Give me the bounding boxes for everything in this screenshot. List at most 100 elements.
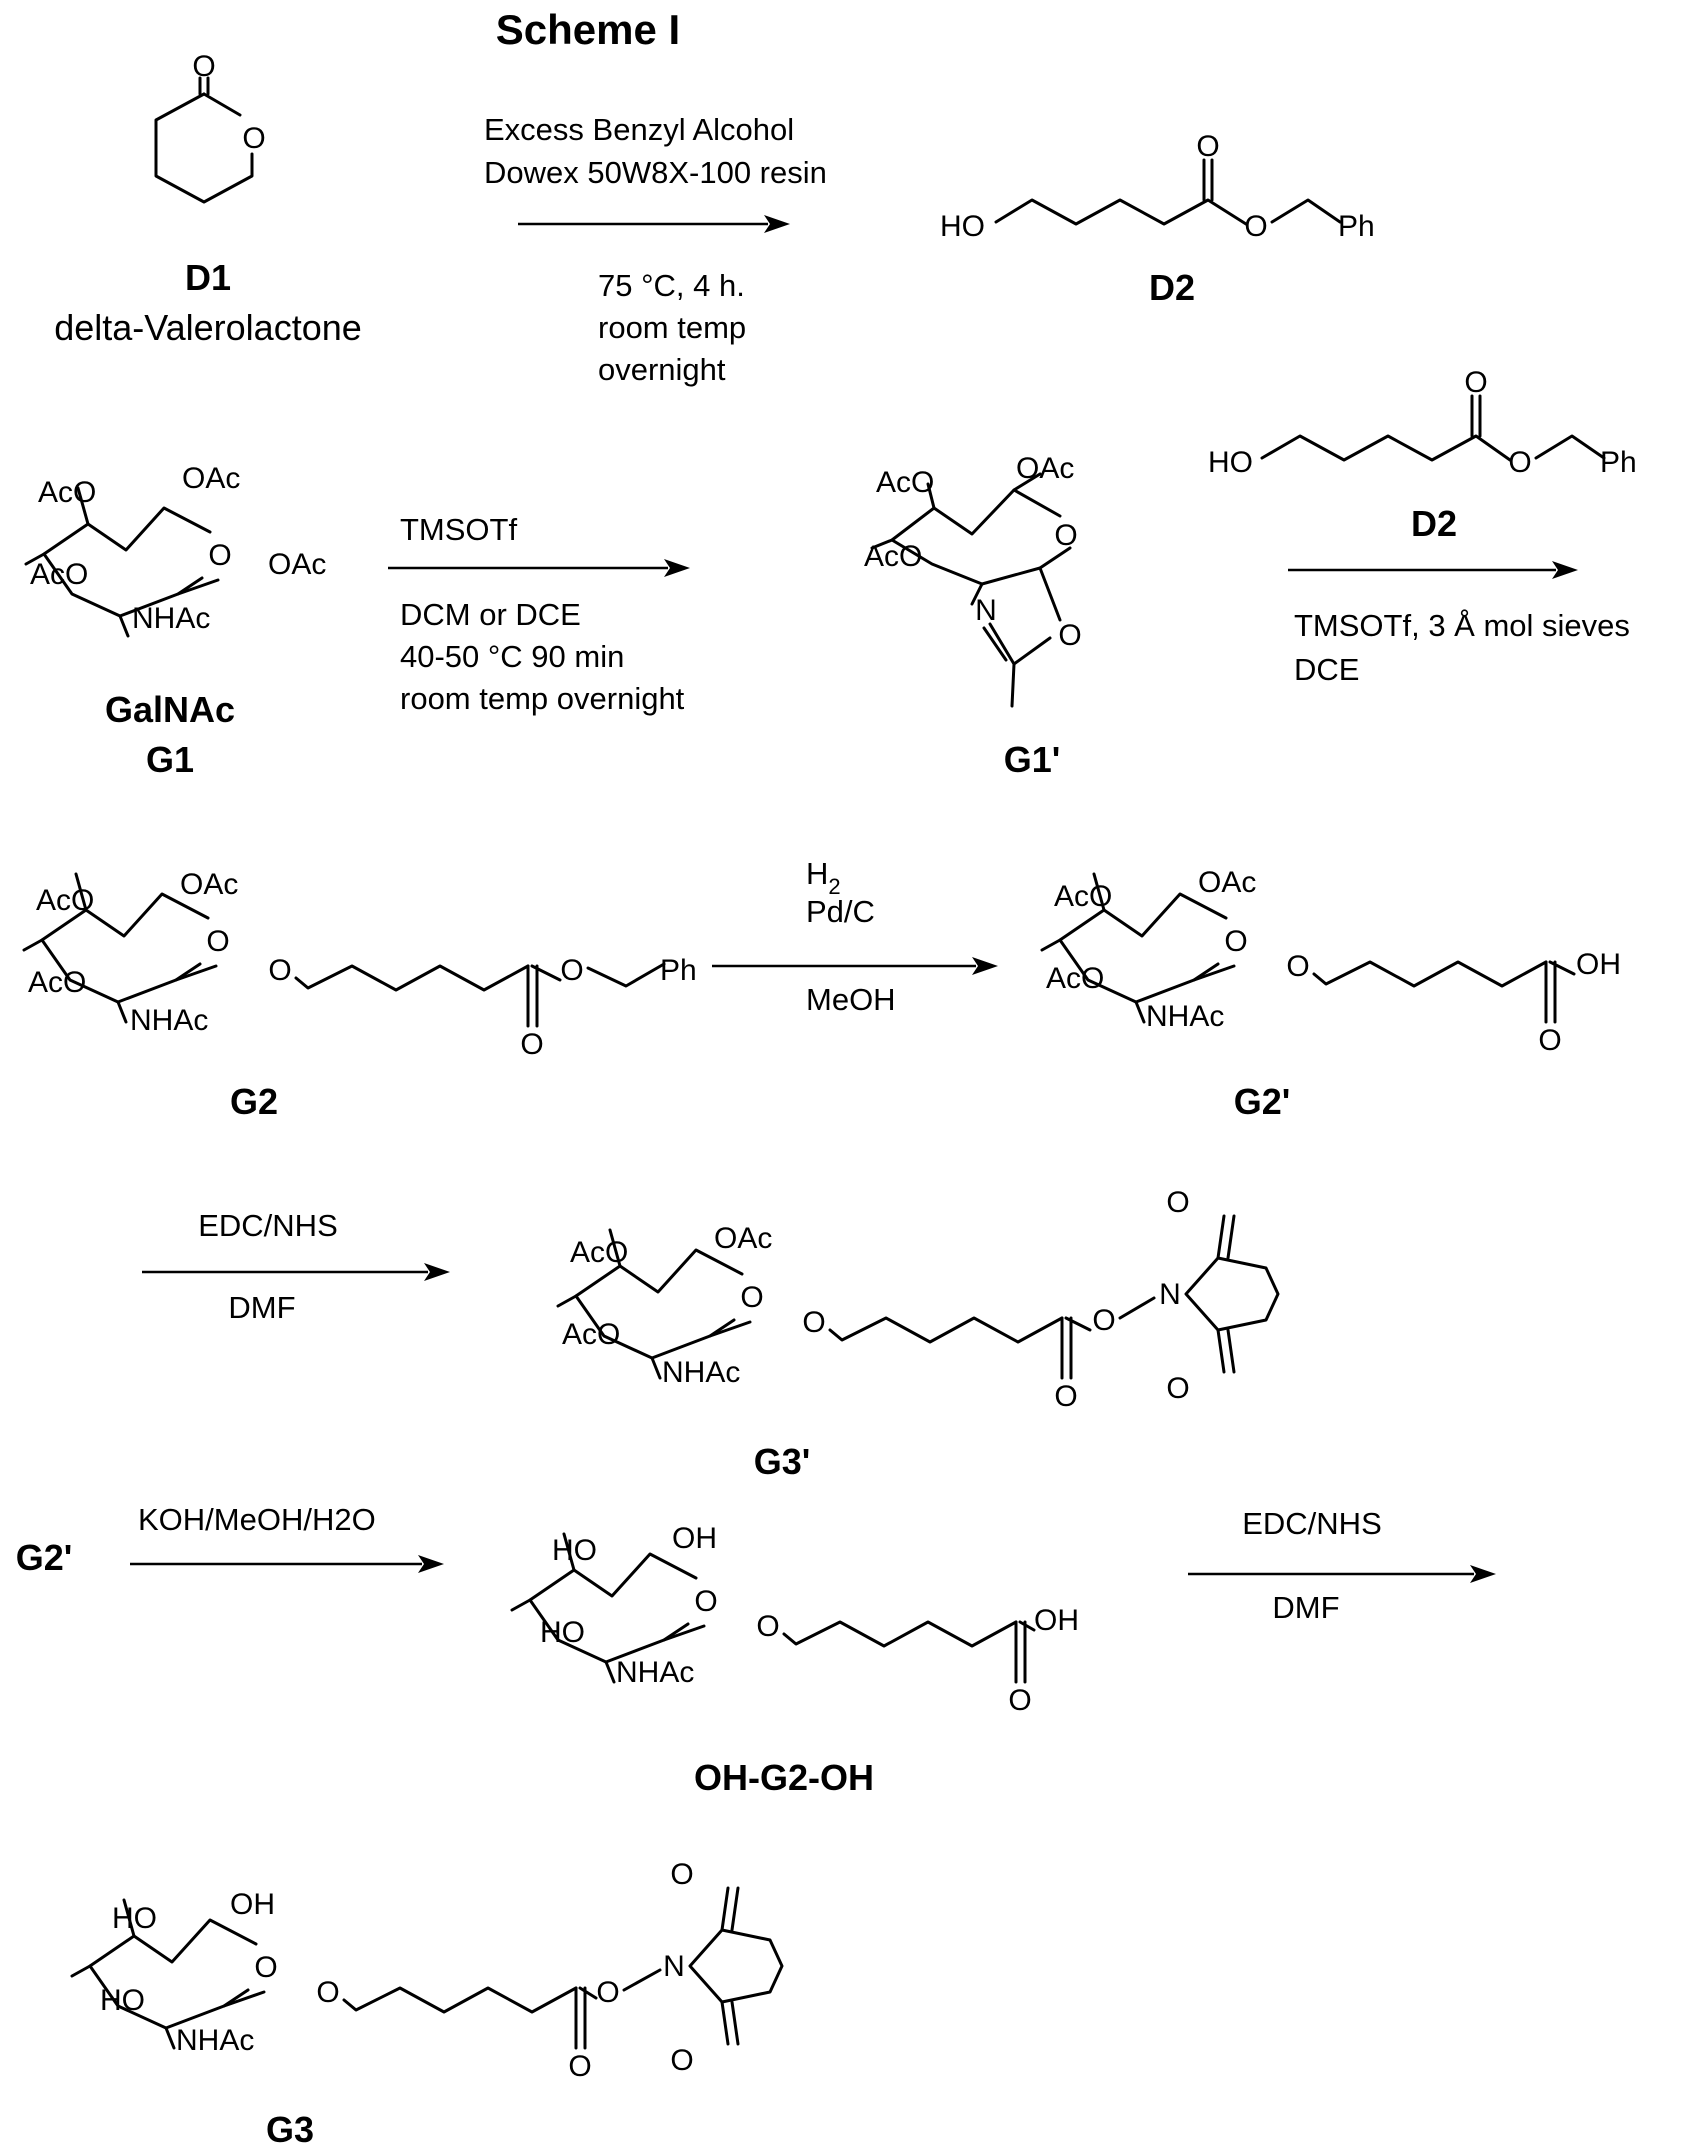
step5-solvent: DMF: [228, 1290, 295, 1325]
g3-ester-bond: [580, 1988, 596, 1998]
g1p-aco-3: AcO: [864, 540, 922, 573]
d2-carbonyl-oxygen: O: [1196, 130, 1219, 163]
d2-ester-oxygen: O: [1244, 210, 1267, 243]
g3-ring-oxygen: O: [254, 1951, 277, 1984]
g3p-nitrogen: N: [1159, 1278, 1181, 1311]
step3-d2-benzyl: [1536, 436, 1604, 458]
step2-reagent: TMSOTf: [400, 512, 517, 547]
g1-oac-1: OAc: [268, 548, 326, 581]
g2-aco-3: AcO: [28, 966, 86, 999]
step-6: G2' KOH/MeOH/H2O: [16, 1502, 444, 1578]
g2-ester-oxygen: O: [560, 954, 583, 987]
step3-cond-1: TMSOTf, 3 Å mol sieves: [1294, 608, 1630, 643]
g2-oac-6: OAc: [180, 868, 238, 901]
g2p-carbonyl-oxygen: O: [1538, 1024, 1561, 1057]
step4-solvent: MeOH: [806, 982, 896, 1017]
compound-g3-prime: O AcO OAc AcO NHAc O O O N O O G3': [558, 1186, 1278, 1482]
g3p-ester-oxygen: O: [1092, 1304, 1115, 1337]
step3-d2-hydroxyl: HO: [1208, 446, 1253, 479]
g3-nhac: NHAc: [176, 2024, 254, 2057]
g2p-acid-hydroxyl: OH: [1576, 948, 1621, 981]
ohg2oh-ho-3: HO: [540, 1616, 585, 1649]
step-4: H2 Pd/C MeOH: [712, 856, 998, 1017]
compound-d1: O O D1 delta-Valerolactone: [54, 50, 362, 348]
step4-h: H: [806, 856, 828, 891]
ohg2oh-acid-bond: [1020, 1622, 1034, 1630]
d1-name: delta-Valerolactone: [54, 307, 362, 348]
step3-d2-carbonyl-oxygen: O: [1464, 366, 1487, 399]
d1-carbonyl-oxygen: O: [192, 50, 215, 83]
g3-ho-4: HO: [112, 1902, 157, 1935]
g2-label: G2: [230, 1081, 278, 1122]
g3p-aco-3: AcO: [562, 1318, 620, 1351]
g2p-label: G2': [1234, 1081, 1291, 1122]
compound-d2: HO O O Ph D2: [940, 130, 1375, 308]
g3p-glycosidic-oxygen: O: [802, 1306, 825, 1339]
g3p-oac-6: OAc: [714, 1222, 772, 1255]
compound-g1-prime: O O N AcO OAc AcO G1': [864, 452, 1082, 780]
step3-d2-phenyl: Ph: [1600, 446, 1637, 479]
step7-reagent: EDC/NHS: [1242, 1506, 1382, 1541]
step-7: EDC/NHS DMF: [1188, 1506, 1496, 1625]
g1-ring-oxygen: O: [208, 539, 231, 572]
ohg2oh-carbonyl-oxygen: O: [1008, 1684, 1031, 1717]
step4-reagent-pdc: Pd/C: [806, 894, 875, 929]
g3p-ring-oxygen: O: [740, 1281, 763, 1314]
g3p-succinimide-o-bottom: O: [1166, 1372, 1189, 1405]
g2-benzyl: [588, 964, 664, 986]
g3-carbonyl-oxygen: O: [568, 2050, 591, 2083]
g2-glycosidic-oxygen: O: [268, 954, 291, 987]
g2p-nhac: NHAc: [1146, 1000, 1224, 1033]
compound-g1: O AcO OAc AcO OAc NHAc GalNAc G1: [26, 462, 326, 780]
g3-label: G3: [266, 2109, 314, 2150]
step4-reagent-h2: H2: [806, 856, 841, 899]
g3-oh-6: OH: [230, 1888, 275, 1921]
step3-d2-label: D2: [1411, 503, 1457, 544]
g3-succinimide-o-top: O: [670, 1858, 693, 1891]
step2-cond-2: 40-50 °C 90 min: [400, 639, 624, 674]
g3p-label: G3': [754, 1441, 811, 1482]
g1-oac-6: OAc: [182, 462, 240, 495]
g1-nhac: NHAc: [132, 602, 210, 635]
step-2: TMSOTf DCM or DCE 40-50 °C 90 min room t…: [388, 512, 690, 716]
step-3: HO O O Ph D2 TMSOTf, 3 Å mol sieves DCE: [1208, 366, 1637, 687]
g3p-no-bond: [1120, 1298, 1154, 1318]
g1p-ring-oxygen: O: [1054, 519, 1077, 552]
d2-phenyl: Ph: [1338, 210, 1375, 243]
g3-nitrogen: N: [663, 1950, 685, 1983]
compound-oh-g2-oh: O HO OH HO NHAc O O OH OH-G2-OH: [512, 1522, 1079, 1798]
g1-aco-4: AcO: [38, 476, 96, 509]
g1p-aco-4: AcO: [876, 466, 934, 499]
g1p-methyl: [1012, 664, 1014, 706]
step1-cond-2: room temp: [598, 310, 746, 345]
step2-cond-1: DCM or DCE: [400, 597, 581, 632]
g2-ring-oxygen: O: [206, 925, 229, 958]
step3-d2-ester-oxygen: O: [1508, 446, 1531, 479]
ohg2oh-nhac: NHAc: [616, 1656, 694, 1689]
step5-reagent: EDC/NHS: [198, 1208, 338, 1243]
ohg2oh-acid-hydroxyl: OH: [1034, 1604, 1079, 1637]
step6-start-compound: G2': [16, 1537, 73, 1578]
g3p-carbonyl-oxygen: O: [1054, 1380, 1077, 1413]
g1p-nitrogen: N: [975, 594, 997, 627]
ohg2oh-label: OH-G2-OH: [694, 1757, 874, 1798]
d1-ring-oxygen: O: [242, 122, 265, 155]
g2-nhac: NHAc: [130, 1004, 208, 1037]
d2-hydroxyl: HO: [940, 210, 985, 243]
g1p-oxazoline: [990, 624, 1050, 664]
step-1: Excess Benzyl Alcohol Dowex 50W8X-100 re…: [484, 112, 827, 387]
step1-cond-1: 75 °C, 4 h.: [598, 268, 745, 303]
step3-d2-chain: [1262, 436, 1510, 460]
step6-reagent: KOH/MeOH/H2O: [138, 1502, 376, 1537]
g1-label: G1: [146, 739, 194, 780]
compound-g2-prime: O AcO OAc AcO NHAc O O OH G2': [1042, 866, 1621, 1122]
d1-label: D1: [185, 257, 231, 298]
g2p-ring-oxygen: O: [1224, 925, 1247, 958]
g3-no-bond: [624, 1970, 660, 1990]
step1-reagent-1: Excess Benzyl Alcohol: [484, 112, 794, 147]
g3p-nhac: NHAc: [662, 1356, 740, 1389]
step7-solvent: DMF: [1272, 1590, 1339, 1625]
ohg2oh-oh-6: OH: [672, 1522, 717, 1555]
g3p-succinimide-o-top: O: [1166, 1186, 1189, 1219]
